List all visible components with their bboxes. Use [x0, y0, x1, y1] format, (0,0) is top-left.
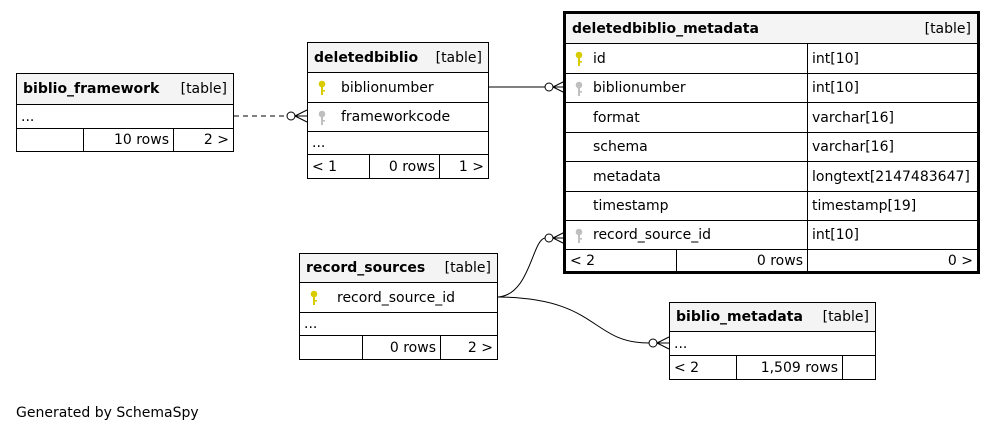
column-type: timestamp[19]	[807, 192, 977, 220]
key-icon-foreign	[575, 81, 583, 96]
column-type: varchar[16]	[807, 133, 977, 161]
column-type: int[10]	[807, 221, 977, 249]
table-footer: 0 rows 2 >	[300, 336, 497, 359]
column-row[interactable]: biblionumber int[10]	[566, 74, 977, 103]
footer-rows: 0 rows	[369, 155, 439, 178]
table-record_sources[interactable]: record_sources [table] record_source_id …	[299, 253, 498, 360]
column-name: id	[593, 50, 606, 67]
footer-left[interactable]: < 2	[570, 253, 596, 269]
footer-left[interactable]: < 2	[674, 359, 700, 376]
table-footer: < 2 0 rows 0 >	[566, 250, 977, 272]
column-name: record_source_id	[593, 227, 711, 243]
table-biblio_metadata[interactable]: biblio_metadata [table] ... < 2 1,509 ro…	[669, 302, 876, 380]
ellipsis-row: ...	[670, 332, 875, 356]
column-name: metadata	[593, 168, 661, 185]
column-row[interactable]: record_source_id	[300, 283, 497, 313]
table-deletedbiblio[interactable]: deletedbiblio [table] biblionumber frame…	[307, 42, 489, 179]
footer-right[interactable]: 2 >	[440, 336, 497, 359]
footer-left[interactable]	[21, 129, 83, 151]
column-row[interactable]: frameworkcode	[308, 103, 488, 132]
table-deletedbiblio_metadata[interactable]: deletedbiblio_metadata [table] id int[10…	[563, 11, 980, 274]
footer-rows: 10 rows	[83, 129, 173, 151]
key-icon-primary	[575, 51, 583, 66]
ellipsis-row: ...	[300, 313, 497, 336]
table-name[interactable]: biblio_metadata	[676, 309, 803, 325]
column-row[interactable]: id int[10]	[566, 44, 977, 74]
column-row[interactable]: schema varchar[16]	[566, 133, 977, 162]
table-header: biblio_framework [table]	[17, 74, 233, 105]
relation-record-source-biblio-metadata	[497, 296, 670, 350]
column-row[interactable]: biblionumber	[308, 73, 488, 103]
column-row[interactable]: metadata longtext[2147483647]	[566, 162, 977, 192]
table-footer: < 2 1,509 rows	[670, 356, 875, 379]
column-name: timestamp	[593, 198, 669, 214]
footer-right[interactable]: 2 >	[173, 129, 233, 151]
table-footer: 10 rows 2 >	[17, 129, 233, 151]
table-kind: [table]	[444, 260, 491, 276]
table-header: biblio_metadata [table]	[670, 303, 875, 332]
column-type: varchar[16]	[807, 103, 977, 132]
column-name: schema	[593, 139, 648, 155]
footer-left[interactable]	[304, 336, 362, 359]
column-row[interactable]: timestamp timestamp[19]	[566, 192, 977, 221]
table-kind: [table]	[924, 20, 971, 37]
relation-framework	[234, 109, 308, 123]
table-name[interactable]: biblio_framework	[23, 81, 160, 97]
column-name: frameworkcode	[341, 109, 451, 125]
ellipsis-row: ...	[308, 132, 488, 155]
table-biblio_framework[interactable]: biblio_framework [table] ... 10 rows 2 >	[16, 73, 234, 152]
footer-rows: 0 rows	[676, 250, 807, 272]
table-header: deletedbiblio_metadata [table]	[566, 14, 977, 44]
table-name[interactable]: record_sources	[306, 260, 426, 276]
footer-left[interactable]: < 1	[312, 158, 338, 175]
footer-right[interactable]: 1 >	[439, 155, 488, 178]
key-icon-foreign	[575, 228, 583, 243]
ellipsis-row: ...	[17, 105, 233, 129]
column-row[interactable]: record_source_id int[10]	[566, 221, 977, 250]
table-kind: [table]	[822, 309, 869, 325]
footer-right[interactable]	[842, 356, 875, 379]
column-type: int[10]	[807, 74, 977, 102]
footer-rows: 1,509 rows	[736, 356, 842, 379]
column-type: int[10]	[807, 44, 977, 73]
column-name: biblionumber	[341, 79, 434, 96]
column-name: biblionumber	[593, 80, 686, 96]
table-kind: [table]	[435, 49, 482, 66]
table-footer: < 1 0 rows 1 >	[308, 155, 488, 178]
key-icon-foreign	[318, 110, 326, 125]
relation-record-source-deleted	[497, 231, 566, 298]
table-header: record_sources [table]	[300, 254, 497, 283]
ellipsis: ...	[304, 316, 318, 332]
column-row[interactable]: format varchar[16]	[566, 103, 977, 133]
table-name[interactable]: deletedbiblio	[314, 49, 419, 66]
column-name: format	[593, 109, 640, 126]
table-kind: [table]	[180, 81, 227, 97]
generated-by-label: Generated by SchemaSpy	[16, 405, 199, 421]
footer-rows: 0 rows	[362, 336, 440, 359]
table-header: deletedbiblio [table]	[308, 43, 488, 73]
table-name[interactable]: deletedbiblio_metadata	[572, 20, 759, 37]
ellipsis: ...	[674, 335, 688, 352]
column-type: longtext[2147483647]	[807, 162, 977, 191]
ellipsis: ...	[21, 108, 35, 125]
relation-biblionumber	[489, 80, 566, 94]
key-icon-primary	[318, 80, 326, 95]
footer-right[interactable]: 0 >	[807, 250, 977, 272]
ellipsis: ...	[312, 135, 326, 151]
key-icon-primary	[310, 290, 318, 305]
column-name: record_source_id	[337, 289, 455, 306]
